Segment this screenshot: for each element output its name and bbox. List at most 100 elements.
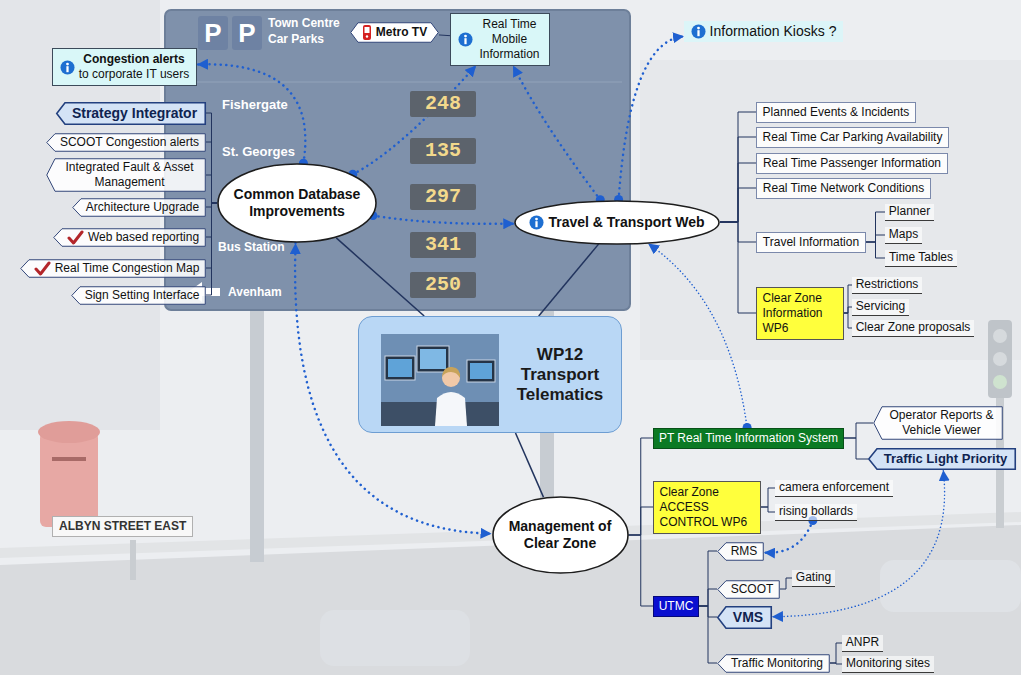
node-content: Information Kiosks ? bbox=[691, 23, 837, 40]
info-icon-disc bbox=[458, 32, 472, 46]
highlight-box: Clear Zone Information WP6 bbox=[756, 287, 844, 340]
topic-text: Clear Zone Information WP6 bbox=[763, 291, 838, 336]
topic-box: Integrated Fault & Asset Management bbox=[46, 158, 206, 192]
topic-box: Sign Setting Interface bbox=[71, 286, 206, 305]
sign-title: Town Centre Car Parks bbox=[268, 15, 353, 47]
topic-text: Management of Clear Zone bbox=[506, 518, 614, 552]
chevron-outline bbox=[21, 259, 206, 277]
traffic-lamp bbox=[993, 329, 1007, 343]
topic-text: Integrated Fault & Asset Management bbox=[60, 160, 200, 190]
branch-line bbox=[830, 663, 842, 664]
branch-line bbox=[516, 433, 544, 497]
node-texts: WP12 Transport Telematics bbox=[510, 345, 610, 405]
dotted-link bbox=[619, 36, 684, 199]
callout-heading: Congestion alerts bbox=[83, 52, 184, 67]
topic-text: Restrictions bbox=[856, 277, 919, 292]
branch-line bbox=[866, 235, 885, 242]
topic-text: Monitoring sites bbox=[846, 656, 930, 671]
dotted-link bbox=[353, 66, 476, 175]
chevron-outline bbox=[718, 654, 830, 672]
info-icon bbox=[60, 60, 75, 75]
node-texts: Sign Setting Interface bbox=[85, 288, 200, 303]
place-name: Bus Station bbox=[218, 239, 285, 255]
chevron-outline bbox=[47, 133, 206, 151]
ellipse-outline bbox=[515, 201, 719, 244]
topic-text: WP12 Transport Telematics bbox=[510, 345, 610, 405]
topic-box: Operator Reports & Vehicle Viewer bbox=[873, 406, 1003, 440]
node-content: Gating bbox=[796, 570, 831, 585]
topic-ellipse: Travel & Transport Web bbox=[514, 200, 720, 245]
node-content: Real Time Network Conditions bbox=[763, 181, 924, 196]
topic-text: Real Time Network Conditions bbox=[763, 181, 924, 196]
node-content: Servicing bbox=[856, 299, 905, 314]
topic-ellipse: Management of Clear Zone bbox=[492, 496, 629, 574]
node-content: Clear Zone Information WP6 bbox=[763, 291, 838, 336]
chevron-outline bbox=[874, 407, 1003, 440]
subtopic-label: rising bollards bbox=[775, 504, 857, 521]
node-content: Travel & Transport Web bbox=[529, 214, 704, 231]
node-content: Management of Clear Zone bbox=[506, 518, 614, 552]
traffic-lamp bbox=[993, 375, 1007, 389]
street-sign: ALBYN STREET EAST bbox=[52, 516, 193, 537]
sign-rule bbox=[172, 82, 622, 83]
traffic-light bbox=[988, 320, 1012, 398]
branch-line bbox=[439, 34, 450, 36]
topic-text: to corporate IT users bbox=[79, 67, 190, 82]
node-content: Congestion alertsto corporate IT users bbox=[60, 52, 190, 82]
topic-text: ANPR bbox=[846, 635, 879, 650]
info-icon-stem bbox=[464, 38, 466, 44]
highlight-box: Clear Zone ACCESS CONTROL WP6 bbox=[653, 481, 761, 534]
node-content: Monitoring sites bbox=[846, 656, 930, 671]
photo-monitor bbox=[467, 360, 495, 382]
space-count: 248 bbox=[410, 91, 476, 117]
node-texts: Real Time Car Parking Availability bbox=[763, 130, 943, 145]
node-texts: Traffic Monitoring bbox=[731, 656, 823, 671]
sign-letter: P bbox=[232, 16, 262, 50]
topic-text: rising bollards bbox=[779, 504, 853, 519]
topic-box: Web based reporting bbox=[53, 228, 206, 247]
topic-text: Travel Information bbox=[763, 235, 859, 250]
branch-line bbox=[761, 488, 775, 507]
topic-ellipse: Common Database Improvements bbox=[217, 163, 377, 243]
node-content: Real Time Congestion Map bbox=[34, 261, 200, 276]
info-icon-stem bbox=[536, 221, 538, 227]
place-name: Avenham bbox=[228, 284, 282, 300]
topic-text: camera enforcement bbox=[779, 480, 889, 495]
topic-box: RMS bbox=[717, 542, 764, 561]
chevron-outline bbox=[869, 449, 1016, 470]
sign-post bbox=[250, 300, 264, 562]
topic-text: Real Time Passenger Information bbox=[763, 156, 941, 171]
node-content: Operator Reports & Vehicle Viewer bbox=[887, 408, 997, 438]
info-icon bbox=[458, 32, 473, 47]
space-count: 341 bbox=[410, 232, 476, 258]
node-texts: Planned Events & Incidents bbox=[763, 105, 910, 120]
topic-text: Architecture Upgrade bbox=[86, 200, 199, 215]
info-icon-stem bbox=[697, 30, 699, 36]
node-content: Strategy Integrator bbox=[72, 105, 197, 122]
post-box bbox=[40, 432, 98, 527]
branch-line bbox=[629, 438, 654, 535]
topic-text: RMS bbox=[731, 544, 758, 559]
node-texts: Travel Information bbox=[763, 235, 859, 250]
callout-box: Congestion alertsto corporate IT users bbox=[52, 48, 197, 86]
node-content: Planned Events & Incidents bbox=[763, 105, 910, 120]
node-texts: Strategy Integrator bbox=[72, 105, 197, 122]
node-texts: ANPR bbox=[846, 635, 879, 650]
topic-text: Real Time Car Parking Availability bbox=[763, 130, 943, 145]
ellipse-outline bbox=[493, 497, 628, 573]
topic-text: Information Kiosks ? bbox=[710, 23, 837, 40]
topic-text: Time Tables bbox=[889, 250, 953, 265]
node-texts: Management of Clear Zone bbox=[506, 518, 614, 552]
node-texts: Real Time Network Conditions bbox=[763, 181, 924, 196]
branch-line bbox=[780, 578, 792, 589]
info-icon-dot bbox=[464, 34, 467, 37]
branch-line bbox=[844, 313, 852, 328]
branch-line bbox=[844, 423, 873, 438]
node-content: Real Time Mobile Information bbox=[458, 17, 543, 62]
branch-line bbox=[720, 188, 756, 222]
topic-box: Real Time Network Conditions bbox=[756, 178, 931, 199]
node-content: Travel Information bbox=[763, 235, 859, 250]
node-content: Maps bbox=[889, 227, 918, 242]
info-icon bbox=[691, 24, 706, 39]
node-content: SCOOT bbox=[731, 582, 774, 597]
